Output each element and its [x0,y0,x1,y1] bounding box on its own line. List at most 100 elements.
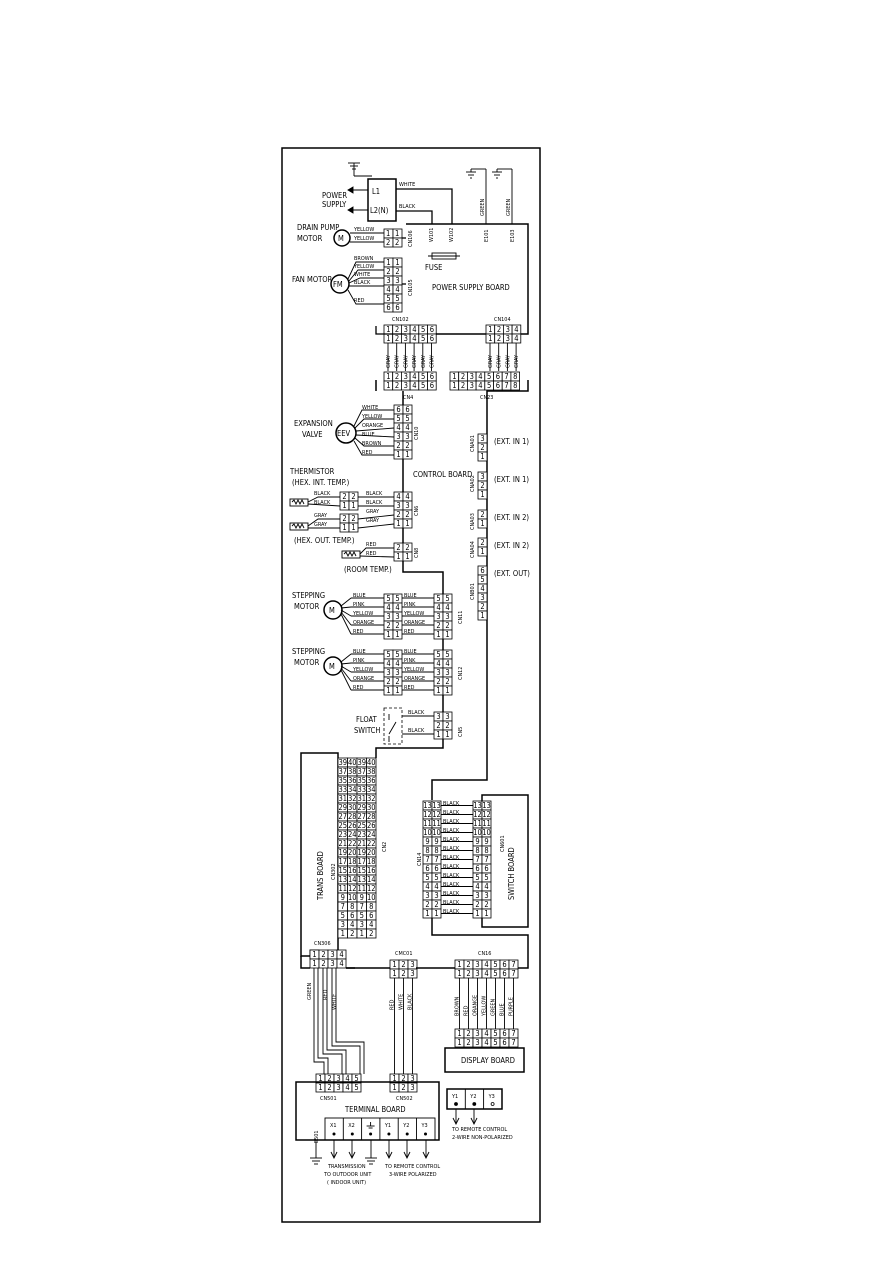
therm-wire-red-2: RED [366,551,377,557]
pin-number: 5 [421,381,425,390]
pin-number: 3 [475,960,479,969]
pin-number: 1 [392,1074,396,1083]
drain-pump-motor-icon [333,229,351,247]
cn14-label: CN14 [417,853,423,866]
pin-number: 3 [404,372,408,381]
gray-wire-label: GRAY [488,354,494,368]
pin-number: 3 [480,472,484,481]
pin-number: 5 [487,381,491,390]
wire-label: GREEN [491,998,497,1016]
pin-number: 31 [357,794,366,803]
pin-number: 1 [405,450,409,459]
float-switch-title: FLOAT [356,715,378,724]
cna-connector-label: CNA03 [470,513,476,530]
pin-number: 4 [425,882,429,891]
pin-number: 2 [396,543,400,552]
pin-number: 3 [395,612,399,621]
cna-function-label: (EXT. IN 2) [494,541,529,550]
pin-number: 36 [367,776,376,785]
pin-number: 34 [348,785,357,794]
wire-label: BLUE [500,1003,506,1016]
fan-motor-symbol: FM [333,280,343,289]
pin-number: 21 [357,839,366,848]
therm-wire-gray-2: GRAY [314,522,328,528]
pin-number: 28 [367,812,376,821]
connector-pin [351,1082,362,1093]
connector-pin [427,380,437,391]
pin-number: 2 [466,1038,470,1047]
pin-number: 6 [475,864,479,873]
pin-number: 3 [470,372,474,381]
cna-function-label: (EXT. IN 1) [494,437,529,446]
ground-green-2: GREEN [506,198,512,216]
pin-number: 2 [395,677,399,686]
pin-number: 5 [493,1029,497,1038]
pin-number: 3 [404,334,408,343]
stepper-wire-label: BLUE [404,593,417,599]
pin-number: 10 [432,828,441,837]
pin-number: 3 [404,381,408,390]
pin-number: 37 [338,767,347,776]
pin-number: 2 [401,1074,405,1083]
pin-number: 10 [482,828,491,837]
pin-number: 4 [478,381,482,390]
expansion-valve-icon [335,422,357,444]
pin-number: 10 [367,893,376,902]
pin-number: 4 [396,423,400,432]
pin-number: 1 [342,523,346,532]
pin-number: 6 [484,864,488,873]
wire-label: BROWN [455,996,461,1016]
fan-motor-title: FAN MOTOR [292,275,333,284]
connector-pin [442,729,453,740]
pin-number: 2 [436,721,440,730]
note-2wire-nonpolarized: 2-WIRE NON-POLARIZED [452,1135,513,1141]
cn5-label: CN5 [458,727,464,737]
cn306-label: CN306 [314,941,331,947]
pin-number: 1 [351,501,355,510]
pin-number: 2 [401,1083,405,1092]
pin-number: 30 [348,803,357,812]
pin-number: 1 [386,630,390,639]
pin-number: 7 [511,960,515,969]
pin-number: 3 [396,432,400,441]
thermistor-hex-out: (HEX. OUT. TEMP.) [294,536,355,545]
pin-number: 3 [386,276,390,285]
pin-number: 1 [434,909,438,918]
pin-number: 8 [513,372,517,381]
switch-wire-label: BLACK [443,900,460,906]
pin-number: 22 [367,839,376,848]
cna-function-label: (EXT. IN 2) [494,513,529,522]
pin-number: 4 [436,603,440,612]
pin-number: 1 [452,372,456,381]
cn2-label: CN2 [382,842,388,852]
pin-number: 10 [473,828,482,837]
pin-number: 4 [475,882,479,891]
pin-number: 26 [367,821,376,830]
pin-number: 38 [367,767,376,776]
pin-number: 4 [412,372,416,381]
switch-wire-label: BLACK [443,909,460,915]
pin-number: 2 [351,492,355,501]
fan-wire-brown: BROWN [354,256,374,262]
stepper-wire-label: RED [404,685,415,691]
fan-wire-yellow: YELLOW [353,264,374,270]
therm-wire-black-2: BLACK [314,500,331,506]
cn302-label: CN302 [331,863,337,880]
pin-number: 7 [475,855,479,864]
pin-number: 39 [338,758,347,767]
drain-pump-title-2: MOTOR [297,234,323,243]
pin-number: 23 [338,830,347,839]
pin-number: 1 [360,929,364,938]
pin-number: 5 [436,594,440,603]
gray-wire-label: GRAY [505,354,511,368]
pin-number: 11 [338,884,347,893]
therm-wire-red-1: RED [366,542,377,548]
pin-number: 13 [473,801,482,810]
pin-number: 2 [480,538,484,547]
pin-number: 3 [341,920,345,929]
connector-pin [336,958,347,969]
